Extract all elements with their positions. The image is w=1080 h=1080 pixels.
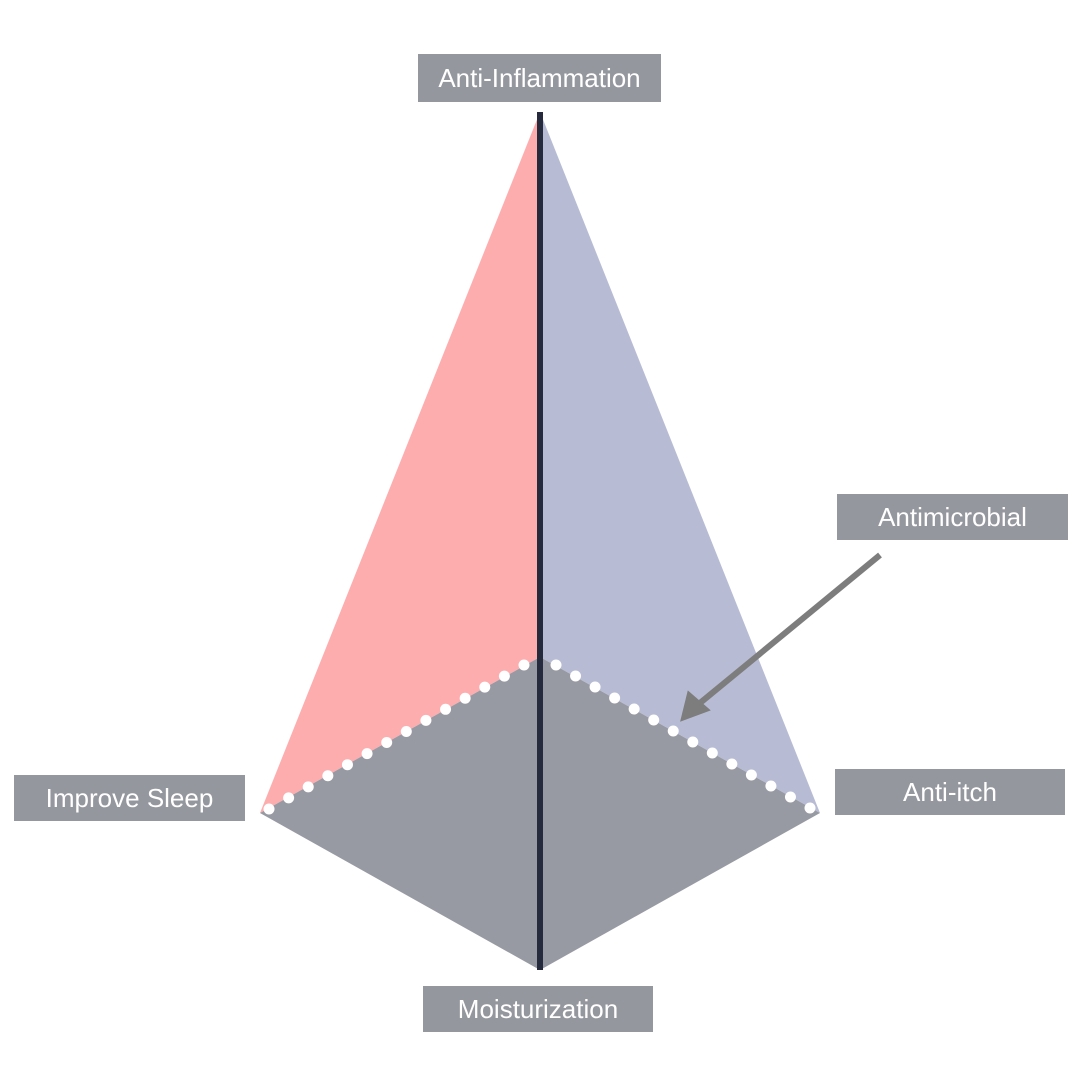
right-edge-dot — [648, 714, 660, 726]
left-edge-dot — [322, 770, 334, 782]
label-moisturization: Moisturization — [423, 986, 653, 1032]
left-edge-dot — [400, 725, 412, 737]
antimicrobial-arrowhead — [680, 690, 711, 722]
right-edge-dot — [570, 670, 582, 682]
left-face — [260, 112, 540, 813]
right-face — [540, 112, 820, 813]
left-edge-dot — [283, 792, 295, 804]
left-edge-dot — [420, 714, 432, 726]
left-edge-dot — [302, 781, 314, 793]
right-edge-dot — [706, 747, 718, 759]
label-antimicrobial: Antimicrobial — [837, 494, 1068, 540]
left-edge-dot — [381, 737, 393, 749]
label-anti-itch: Anti-itch — [835, 769, 1065, 815]
left-edge-dot — [518, 659, 530, 671]
right-edge-dot — [804, 802, 816, 814]
right-edge-dot — [687, 736, 699, 748]
left-edge-dot — [479, 681, 491, 693]
left-edge-dot — [440, 703, 452, 715]
right-edge-dot — [589, 681, 601, 693]
left-edge-dot — [498, 670, 510, 682]
antimicrobial-arrow — [698, 552, 882, 706]
right-edge-dot — [745, 769, 757, 781]
left-edge-dot — [361, 748, 373, 760]
left-edge-dot — [263, 803, 275, 815]
right-edge-dot — [784, 791, 796, 803]
right-edge-dot — [550, 659, 562, 671]
right-edge-dot — [628, 703, 640, 715]
right-edge-dot — [726, 758, 738, 770]
label-improve-sleep: Improve Sleep — [14, 775, 245, 821]
dotted-edges — [263, 659, 816, 815]
left-edge-dot — [459, 692, 471, 704]
label-anti-inflammation: Anti-Inflammation — [418, 54, 661, 102]
right-edge-dot — [609, 692, 621, 704]
left-edge-dot — [341, 759, 353, 771]
right-edge-dot — [765, 780, 777, 792]
right-edge-dot — [667, 725, 679, 737]
